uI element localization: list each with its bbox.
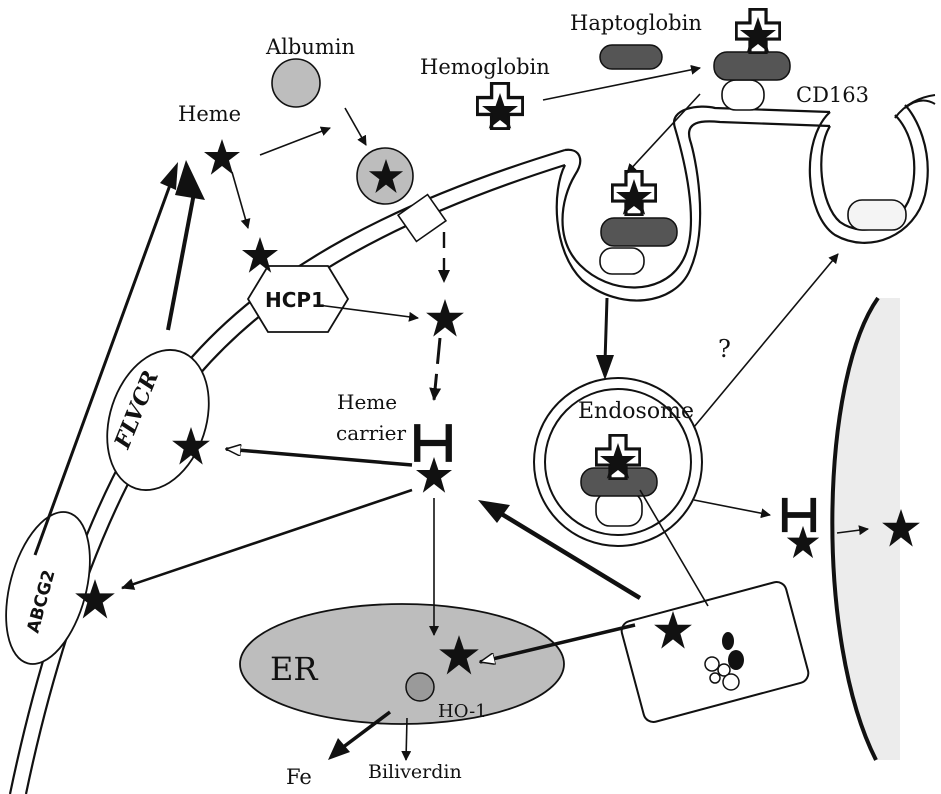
ho1-label: HO-1 (438, 701, 487, 722)
heme-carrier-label-2: carrier (336, 421, 406, 445)
vesicle-particles (704, 632, 744, 691)
haptoglobin-internalized (600, 217, 678, 247)
question-label: ? (718, 335, 731, 363)
albumin-label: Albumin (265, 35, 355, 59)
endosome-label: Endosome (578, 399, 694, 424)
heme-label: Heme (178, 102, 241, 126)
er-label: ER (270, 650, 318, 688)
cd163-receptor (599, 79, 907, 275)
ho1-enzyme (405, 672, 435, 702)
star-icon (416, 457, 452, 493)
hemoglobin-label: Hemoglobin (420, 55, 550, 79)
flvcr-transporter (106, 349, 210, 491)
albumin-molecule (271, 58, 321, 108)
cd163-label: CD163 (796, 83, 869, 107)
fe-label: Fe (286, 765, 312, 789)
heme-carrier-label: Heme (337, 390, 397, 414)
haptoglobin-bound (713, 51, 791, 81)
star-icon (426, 299, 464, 337)
pathway-arrows (33, 64, 869, 761)
hcp1-label: HCP1 (265, 288, 325, 312)
biliverdin-label: Biliverdin (368, 761, 462, 783)
hcp1-transporter (246, 265, 350, 333)
albumin-receptor (396, 193, 448, 243)
h-glyph-icon (417, 424, 449, 462)
lysosome (620, 581, 810, 723)
h-glyph-icon (785, 498, 814, 532)
nucleus-outline (830, 296, 880, 761)
star-icon (204, 139, 240, 175)
haptoglobin-molecule (599, 44, 663, 70)
haptoglobin-label: Haptoglobin (570, 11, 702, 35)
er-organelle (239, 603, 565, 725)
